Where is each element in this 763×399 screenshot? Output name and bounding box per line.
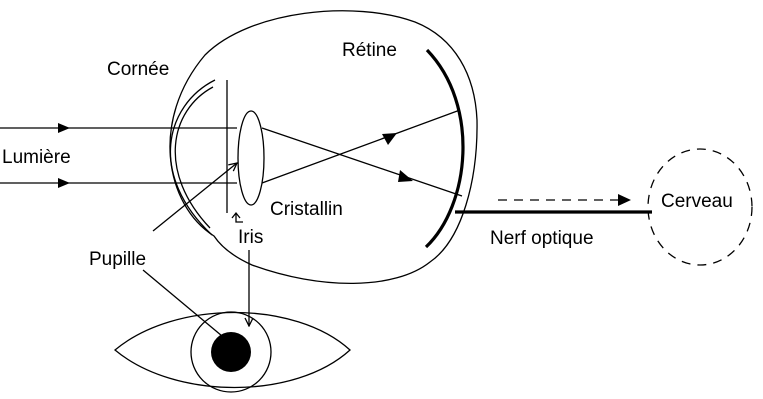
label-cornee: Cornée [107, 59, 169, 80]
nerve-signal-arrow [618, 194, 631, 206]
eyeball-outline [169, 10, 478, 285]
retina [424, 48, 465, 249]
refracted-ray-2-arrow [382, 133, 397, 145]
light-ray-bottom-arrow [58, 178, 70, 188]
front-eye-iris [190, 311, 272, 393]
label-nerf-optique: Nerf optique [490, 228, 594, 249]
pupille-pointer [152, 163, 237, 232]
label-retine: Rétine [342, 40, 397, 61]
pupille-to-pupil-pointer [142, 269, 234, 346]
light-ray-top-arrow [58, 123, 70, 133]
label-pupille: Pupille [89, 249, 146, 270]
front-eye-outline [113, 311, 351, 389]
iris-hook [235, 214, 243, 223]
lens [237, 110, 265, 206]
label-cristallin: Cristallin [270, 199, 343, 220]
label-iris: Iris [238, 227, 263, 248]
refracted-ray-1 [261, 127, 463, 197]
brain-circle [647, 148, 753, 266]
front-eye-pupil [211, 332, 251, 372]
refracted-ray-2 [261, 109, 461, 184]
label-lumiere: Lumière [2, 147, 71, 168]
refracted-ray-1-arrow [398, 170, 413, 182]
iris-hook-head [231, 211, 241, 219]
label-cerveau: Cerveau [661, 191, 733, 212]
cornea-outer [169, 79, 216, 236]
cornea-inner [174, 86, 214, 229]
